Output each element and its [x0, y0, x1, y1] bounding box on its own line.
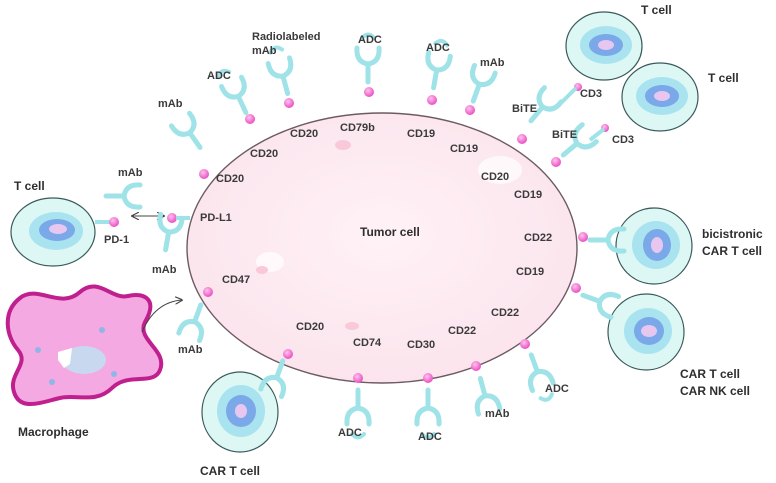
agent-adc-5: ADC: [418, 431, 442, 443]
agent-mab-6: mAb: [485, 408, 510, 420]
agent-adc-3: ADC: [426, 42, 450, 54]
macrophage-label: Macrophage: [18, 425, 89, 439]
antigen-pd-l1: PD-L1: [200, 212, 232, 224]
antigen-cd3-a: CD3: [580, 88, 602, 100]
antigen-cd19-c: CD19: [514, 189, 542, 201]
bicistronic-label-1: bicistronic: [702, 227, 763, 241]
agent-mab-3: mAb: [118, 167, 143, 179]
car-cd19-binding: [571, 283, 619, 317]
car-t-nk-cell: CAR T cell CAR NK cell: [607, 293, 750, 398]
antigen-cd19-d: CD19: [516, 266, 544, 278]
agent-bite-2: BiTE: [552, 129, 577, 141]
t-cell-top-1-label: T cell: [641, 3, 672, 17]
antigen-cd19-b: CD19: [450, 143, 478, 155]
antigen-cd20-d: CD20: [481, 171, 509, 183]
car-t-bottom-label: CAR T cell: [200, 464, 260, 478]
antigen-cd22-b: CD22: [491, 307, 519, 319]
antigen-cd3-b: CD3: [612, 134, 634, 146]
antibody-adc-cd79b: [357, 32, 379, 97]
t-cell-top-1: T cell: [565, 3, 672, 81]
antigen-cd79b: CD79b: [340, 122, 375, 134]
car-cd22-binding: [578, 229, 624, 251]
t-cell-left-label: T cell: [14, 179, 45, 193]
macrophage: Macrophage: [5, 284, 164, 439]
agent-bite-1: BiTE: [512, 103, 537, 115]
macrophage-arrow: [141, 300, 182, 333]
antigen-cd20-e: CD20: [296, 321, 324, 333]
antibody-mab-cd47: [179, 287, 213, 341]
car-nk-label: CAR NK cell: [680, 384, 750, 398]
tumor-cell: Tumor cell: [186, 112, 578, 384]
t-cell-top-2-label: T cell: [708, 71, 739, 85]
antigen-cd22-c: CD22: [448, 325, 476, 337]
antibody-adc-cd22: [520, 339, 558, 404]
agent-mab-4: mAb: [152, 264, 177, 276]
antigen-cd20-a: CD20: [216, 173, 244, 185]
bicistronic-car-t-cell: bicistronic CAR T cell: [615, 207, 763, 285]
antigen-cd22-a: CD22: [524, 232, 552, 244]
pd1-pdl1-interaction: [95, 185, 190, 252]
car-t-cell-bottom: CAR T cell: [200, 371, 279, 478]
antigen-cd47: CD47: [222, 274, 250, 286]
agent-mab-1: mAb: [158, 98, 183, 110]
antibody-adc-cd30: [417, 373, 439, 440]
agent-adc-2: ADC: [358, 34, 382, 46]
t-cell-top-2: T cell: [621, 62, 739, 132]
agent-mab-5: mAb: [178, 344, 203, 356]
antigen-cd30: CD30: [407, 339, 435, 351]
bicistronic-label-2: CAR T cell: [702, 244, 762, 258]
antibody-adc-cd19: [423, 37, 453, 105]
agent-mab-2: mAb: [480, 57, 505, 69]
agent-adc-4: ADC: [545, 383, 569, 395]
antibody-radiolabeled-cd20: [265, 44, 299, 108]
agent-adc-6: ADC: [338, 427, 362, 439]
car-t-label: CAR T cell: [680, 367, 740, 381]
bite-cd20-cd3: [517, 83, 582, 144]
antibody-mab-cd22: [470, 361, 500, 414]
tumor-cell-label: Tumor cell: [360, 225, 420, 239]
car-cd20-bottom-binding: [261, 349, 293, 397]
antibody-mab-cd19: [463, 65, 495, 115]
antibody-mab-cd20-left: [171, 113, 209, 179]
antigen-cd19-a: CD19: [407, 128, 435, 140]
antigen-pd-1: PD-1: [104, 234, 129, 246]
agent-radiolabeled-1: Radiolabeled: [252, 31, 320, 43]
bite-cd19-cd3: [551, 124, 609, 167]
antigen-cd20-b: CD20: [250, 148, 278, 160]
antibody-adc-cd74: [347, 373, 369, 440]
antigen-cd74: CD74: [353, 337, 382, 349]
antibody-adc-cd20: [214, 66, 256, 124]
antigen-cd20-c: CD20: [290, 128, 318, 140]
agent-radiolabeled-2: mAb: [252, 45, 277, 57]
t-cell-left: T cell: [10, 179, 96, 267]
agent-adc-1: ADC: [207, 70, 231, 82]
